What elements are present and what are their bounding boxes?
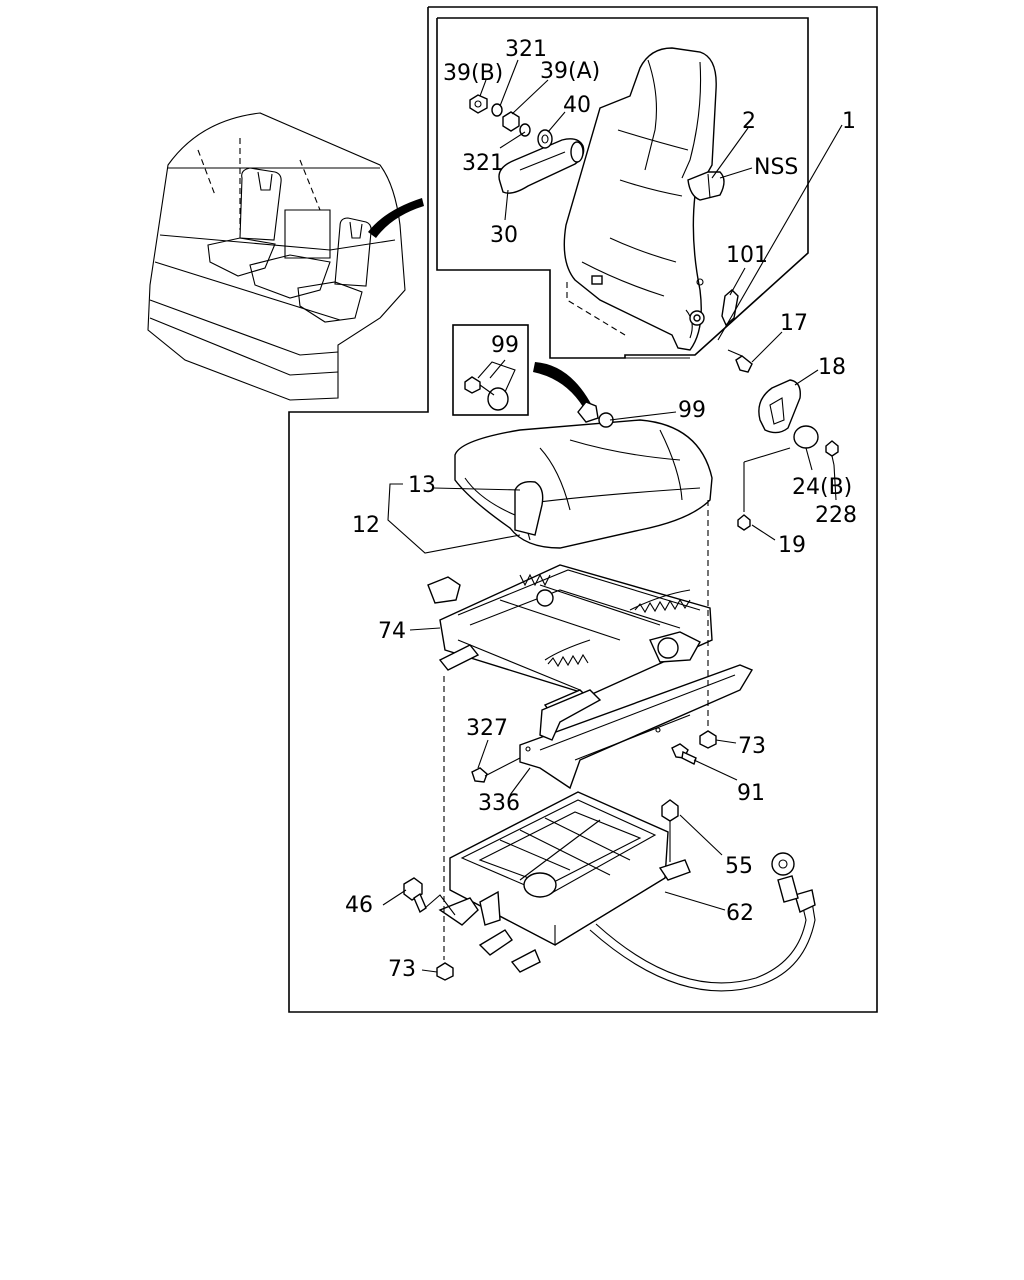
callout-30: 30	[490, 223, 518, 248]
side-cover-part	[758, 379, 801, 434]
callout-101: 101	[726, 243, 768, 268]
bolt-91-part	[671, 743, 697, 765]
diagram-frame	[288, 6, 878, 1013]
callout-labels: 1 2 NSS 321 39(B) 39(A) 40 321 30 101 17…	[345, 37, 857, 982]
base-bracket-part	[519, 664, 754, 790]
callout-1: 1	[842, 109, 856, 134]
bolt-327-part	[471, 757, 521, 783]
seat-cushion-part	[454, 401, 713, 549]
callout-99: 99	[678, 398, 706, 423]
callout-327: 327	[466, 716, 508, 741]
seat-frame-part	[427, 564, 713, 719]
ground-cable-part	[589, 852, 816, 992]
callout-73-lower: 73	[388, 957, 416, 982]
callout-40: 40	[563, 93, 591, 118]
callout-321-top: 321	[505, 37, 547, 62]
nut-73-lower-part	[436, 676, 454, 981]
callout-99-inset: 99	[491, 333, 519, 358]
armrest-part	[498, 138, 585, 194]
callout-73-upper: 73	[738, 734, 766, 759]
callout-74: 74	[378, 619, 406, 644]
callout-12: 12	[352, 513, 380, 538]
callout-55: 55	[725, 854, 753, 879]
cab-overview-illustration	[147, 112, 424, 401]
callout-39a: 39(A)	[540, 59, 600, 84]
armrest-hardware	[469, 94, 553, 149]
callout-91: 91	[737, 781, 765, 806]
alignment-lines	[566, 282, 690, 359]
nut-73-upper-part	[699, 500, 717, 749]
callout-46: 46	[345, 893, 373, 918]
knob-part	[793, 425, 839, 466]
inset-detail-99	[452, 324, 598, 420]
nut-55-part	[661, 799, 679, 862]
callout-2: 2	[742, 109, 756, 134]
callout-13: 13	[408, 473, 436, 498]
bolt-46-part	[403, 877, 456, 916]
callout-nss: NSS	[754, 155, 798, 180]
bolt-17-part	[727, 349, 753, 373]
callout-19: 19	[778, 533, 806, 558]
callout-39b: 39(B)	[443, 61, 503, 86]
leader-lines	[382, 59, 843, 973]
callout-17: 17	[780, 311, 808, 336]
recline-lever-part	[721, 289, 739, 327]
seat-back-part	[563, 47, 725, 351]
callout-228: 228	[815, 503, 857, 528]
seat-base-part	[438, 791, 691, 973]
callout-336: 336	[478, 791, 520, 816]
callout-24b: 24(B)	[792, 475, 852, 500]
callout-321-mid: 321	[462, 151, 504, 176]
callout-62: 62	[726, 901, 754, 926]
screw-19-part	[737, 447, 791, 531]
callout-18: 18	[818, 355, 846, 380]
